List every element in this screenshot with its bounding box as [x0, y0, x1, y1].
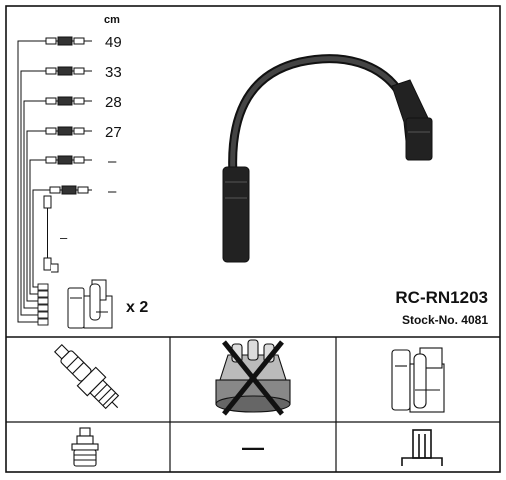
- ignition-lead-icon: [222, 54, 433, 263]
- ignition-coil-small-icon: [67, 279, 113, 329]
- distributor-cap-crossed-icon: [215, 339, 291, 416]
- lead-length-label: 28: [105, 94, 122, 111]
- spark-plug-icon: [53, 343, 120, 410]
- outer-frame: [5, 5, 501, 473]
- unit-label: cm: [104, 14, 120, 26]
- ignition-coil-icon: [391, 347, 445, 413]
- lead-length-label: –: [108, 183, 117, 200]
- footer-dash: —: [242, 435, 264, 460]
- short-lead: [43, 195, 59, 273]
- lead-length-label: –: [108, 153, 117, 170]
- coil-quantity-label: x 2: [126, 299, 148, 316]
- plug-connector-icon: [71, 427, 99, 467]
- lead-length-label: 49: [105, 34, 122, 51]
- coil-connector-icon: [401, 429, 443, 466]
- lead-length-label: 33: [105, 64, 122, 81]
- lead-row: –: [40, 183, 117, 200]
- lead-row: 28: [34, 94, 122, 111]
- lead-row: –: [34, 153, 117, 170]
- lead-bundle: [17, 40, 40, 323]
- bundle-terminals: [37, 283, 49, 326]
- short-lead-length-label: –: [60, 230, 68, 245]
- lead-row: 49: [34, 34, 122, 51]
- lead-length-label: 27: [105, 124, 122, 141]
- product-code: RC-RN1203: [395, 288, 488, 307]
- lead-row: 27: [34, 124, 122, 141]
- lead-row: 33: [34, 64, 122, 81]
- stock-number: Stock-No. 4081: [402, 313, 488, 327]
